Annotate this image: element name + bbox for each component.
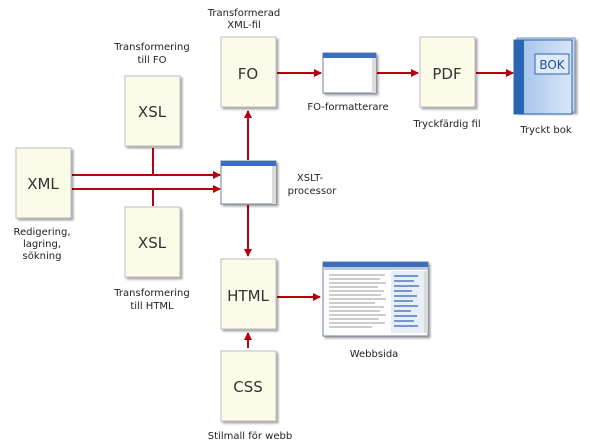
fo-caption-line1: Transformerad [207,8,280,19]
xml-caption-line3: sökning [23,251,62,262]
book-caption: Tryckt bok [519,125,572,136]
xsl-fo-document: XSL [124,75,181,147]
css-document: CSS [220,350,277,422]
xsl-fo-caption-line1: Transformering [113,42,189,53]
web-caption: Webbsida [350,349,399,360]
fo-formatter-window [322,52,377,94]
xml-caption-line2: lagring, [23,239,61,250]
xsl-html-caption-line2: till HTML [130,301,174,312]
xml-label: XML [27,175,59,193]
html-document: HTML [220,258,277,330]
xsl-html-caption-line1: Transformering [113,288,189,299]
labels: Transformerad XML-fil Transformering til… [13,8,571,442]
book-title: BOK [539,58,565,72]
arrows [72,69,514,348]
css-label: CSS [233,378,263,396]
pdf-caption: Tryckfärdig fil [412,119,480,130]
xsl-html-document: XSL [124,206,181,278]
fo-document: FO [220,36,277,108]
book-icon: BOK [513,37,576,115]
fo-caption-line2: XML-fil [227,20,261,31]
fo-label: FO [238,65,258,83]
html-label: HTML [227,287,269,305]
xsl-fo-caption-line2: till FO [137,55,166,66]
xsl-html-label: XSL [138,234,167,252]
xml-caption-line1: Redigering, [13,227,70,238]
css-caption: Stilmall för webb [208,431,292,442]
pdf-label: PDF [432,65,461,83]
xslt-processor-label-line2: processor [288,186,338,197]
xml-document: XML [15,147,72,219]
xslt-processor-window [220,160,277,205]
fo-formatter-label: FO-formatterare [307,102,388,113]
xsl-fo-label: XSL [138,103,167,121]
xslt-processor-label-line1: XSLT- [297,173,324,184]
webpage-icon [322,261,429,337]
pdf-document: PDF [419,36,476,108]
